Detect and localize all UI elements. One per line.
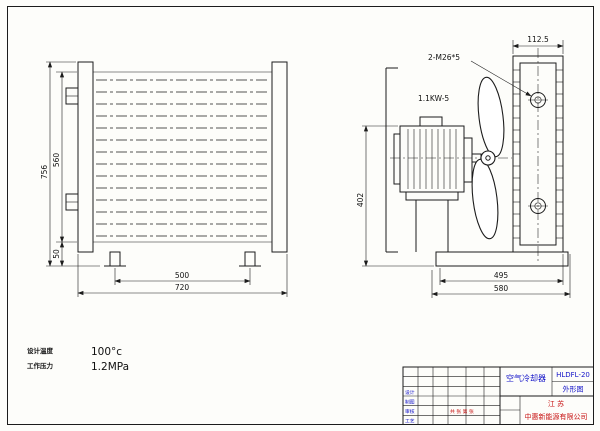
bolt-hole-top <box>528 92 548 108</box>
title-block-small-label: 设计 <box>405 389 415 396</box>
fan-hub <box>480 150 496 166</box>
fan-blade-top <box>477 76 505 158</box>
support-legs <box>104 251 261 267</box>
dim-50-label: 50 <box>52 249 61 259</box>
title-block-small-label: 共 张 第 张 <box>450 408 474 415</box>
design-temp-value: 100°c <box>91 346 122 358</box>
motor-base-plate <box>405 191 459 201</box>
mounting-lug-bottom <box>65 193 79 211</box>
motor <box>393 116 482 252</box>
dim-756-label: 756 <box>40 165 49 180</box>
motor-drive-end <box>463 137 473 183</box>
front-view: 756 560 50 500 720 <box>40 61 288 297</box>
tube-bundle <box>96 79 269 237</box>
motor-junction-box <box>419 116 443 127</box>
product-name: 空气冷却器 <box>506 373 546 383</box>
company-name: 中惠新能源有限公司 <box>525 412 588 421</box>
drawing-type: 外形图 <box>563 385 584 394</box>
title-block-small-label: 审核 <box>405 408 415 415</box>
company-region: 江 苏 <box>548 399 564 408</box>
bolt-hole-bottom <box>528 198 548 214</box>
side-view: 1.1KW-5 2-M26*5 402 495 580 112.5 <box>356 35 571 298</box>
dim-560-label: 560 <box>52 153 61 168</box>
title-block: 空气冷却器 HLDFL-20 外形图 江 苏 中惠新能源有限公司 设计 制图 审… <box>402 366 594 425</box>
fan <box>471 76 505 240</box>
dim-500-label: 500 <box>175 271 190 280</box>
base-frame <box>435 251 569 267</box>
model-number: HLDFL-20 <box>556 371 590 379</box>
right-side-plate <box>271 61 288 253</box>
specs: 设计温度 100°c 工作压力 1.2MPa <box>27 346 129 373</box>
title-block-small-label: 工艺 <box>405 419 415 425</box>
drawing-border <box>7 6 594 425</box>
dim-402-label: 402 <box>356 193 365 208</box>
dim-580-label: 580 <box>494 284 509 293</box>
flange-bolt-ticks <box>513 69 563 239</box>
bolt-note-leader <box>470 60 532 97</box>
left-side-plate <box>77 61 94 253</box>
motor-end-cap <box>393 133 401 185</box>
mounting-lug-top <box>65 87 79 105</box>
fan-blade-bottom <box>471 158 499 240</box>
dim-720-label: 720 <box>175 283 190 292</box>
design-temp-label: 设计温度 <box>27 346 54 355</box>
cooler-core-side <box>512 48 564 262</box>
motor-power-label: 1.1KW-5 <box>418 94 449 103</box>
dim-495-label: 495 <box>494 271 509 280</box>
bolt-note-label: 2-M26*5 <box>428 53 460 62</box>
dim-112-5-label: 112.5 <box>527 35 549 44</box>
working-pressure-label: 工作压力 <box>27 361 54 370</box>
title-block-small-label: 制图 <box>405 399 415 406</box>
working-pressure-value: 1.2MPa <box>91 361 129 373</box>
